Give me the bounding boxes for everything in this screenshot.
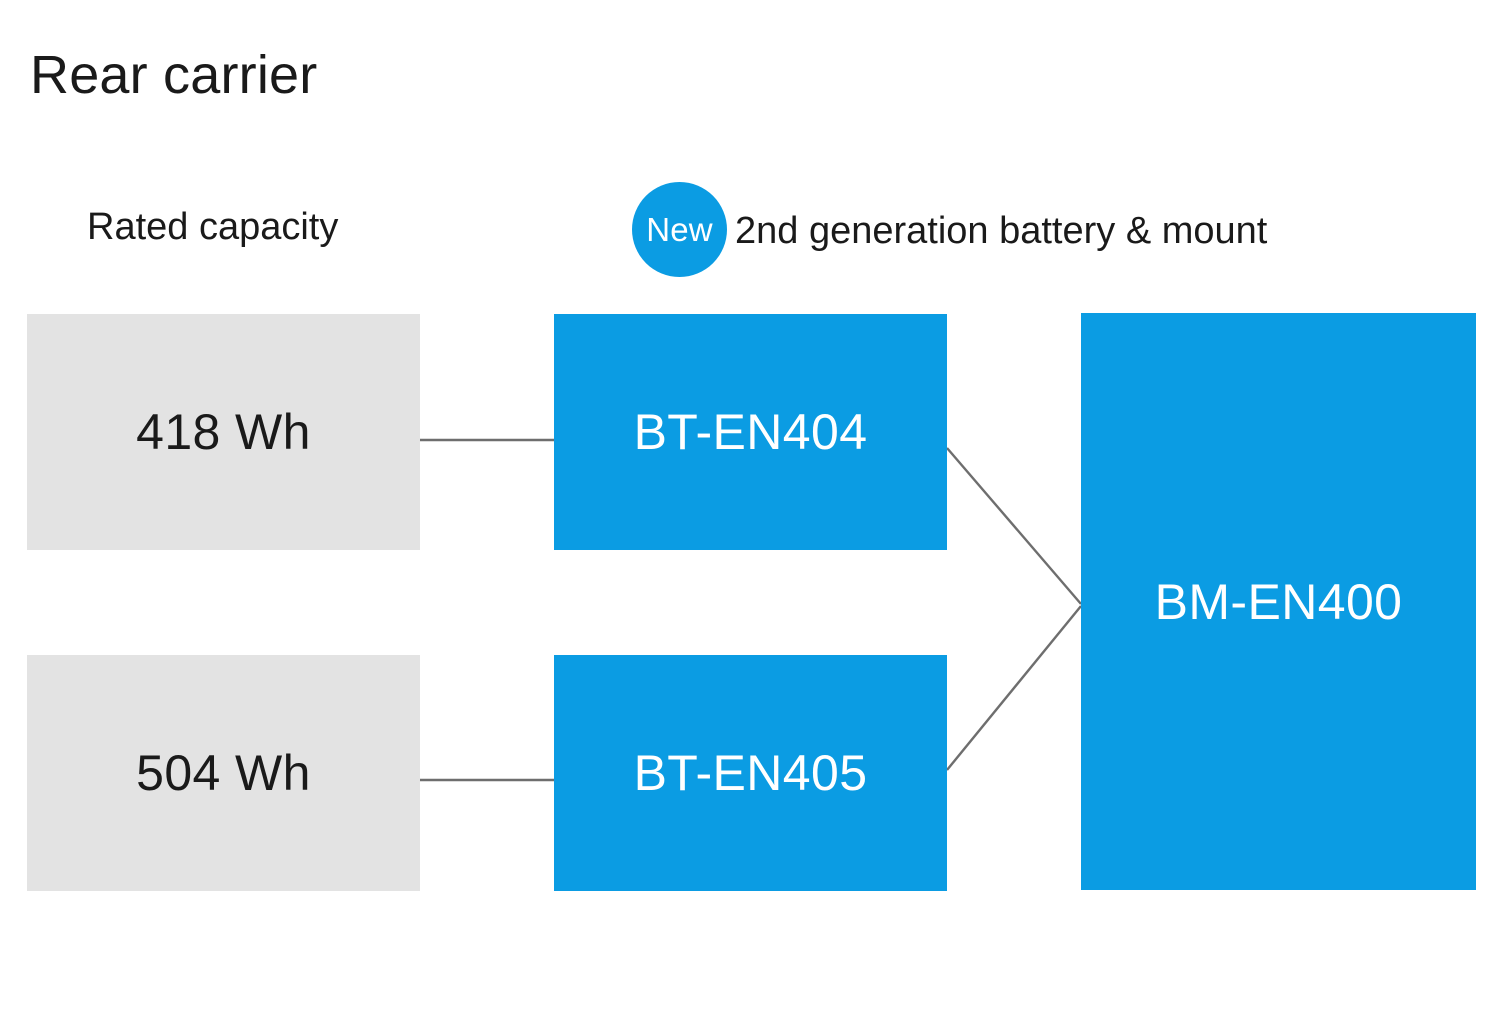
node-capacity-418wh[interactable]: 418 Wh <box>27 314 420 550</box>
node-label: BT-EN404 <box>633 404 868 460</box>
node-label: 504 Wh <box>136 745 311 801</box>
node-battery-bt-en405[interactable]: BT-EN405 <box>554 655 947 891</box>
connector-bt404-to-bm400 <box>946 447 1082 605</box>
column-header-label: 2nd generation battery & mount <box>735 209 1268 252</box>
connector-bt405-to-bm400 <box>946 605 1082 771</box>
column-header-second-generation: New 2nd generation battery & mount <box>632 182 1267 277</box>
node-label: 418 Wh <box>136 404 311 460</box>
new-badge: New <box>632 182 727 277</box>
node-mount-bm-en400[interactable]: BM-EN400 <box>1081 313 1476 890</box>
node-battery-bt-en404[interactable]: BT-EN404 <box>554 314 947 550</box>
node-label: BT-EN405 <box>633 745 868 801</box>
node-label: BM-EN400 <box>1154 573 1403 630</box>
page-title: Rear carrier <box>30 45 318 105</box>
new-badge-label: New <box>646 211 713 248</box>
node-capacity-504wh[interactable]: 504 Wh <box>27 655 420 891</box>
column-header-rated-capacity: Rated capacity <box>87 206 339 248</box>
